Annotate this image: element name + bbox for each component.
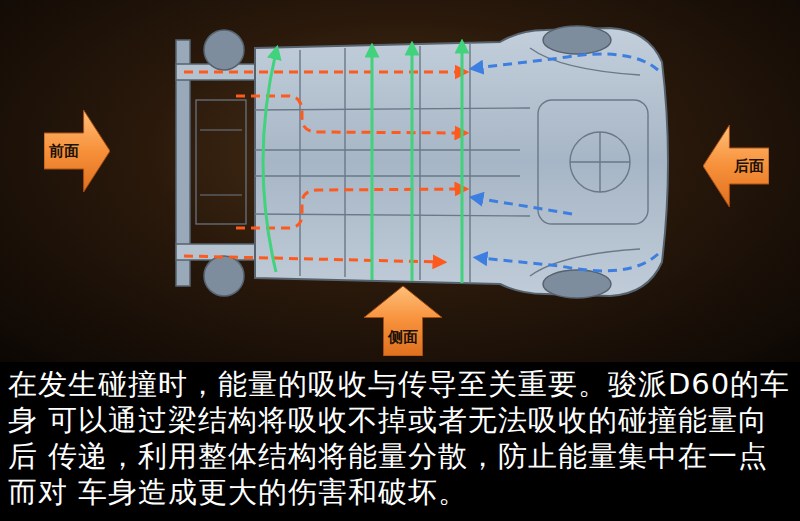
arrow-shape xyxy=(364,286,442,356)
rear-load-path xyxy=(476,54,658,271)
direction-label: 侧面 xyxy=(388,329,418,346)
body-floor xyxy=(255,28,668,296)
floor-structure xyxy=(255,44,648,282)
rear-wheel-well xyxy=(543,270,611,298)
side-load-path xyxy=(263,46,462,283)
direction-label: 后面 xyxy=(734,158,764,175)
direction-arrow: 后面 xyxy=(703,125,769,207)
direction-label: 前面 xyxy=(49,143,79,160)
front-load-path xyxy=(184,72,462,262)
direction-arrow: 侧面 xyxy=(364,286,442,356)
direction-arrow: 前面 xyxy=(44,110,110,192)
caption-text: 在发生碰撞时，能量的吸收与传导至关重要。骏派D60的车身 可以通过梁结构将吸收不… xyxy=(8,366,794,510)
rear-wheel-well xyxy=(543,26,611,54)
